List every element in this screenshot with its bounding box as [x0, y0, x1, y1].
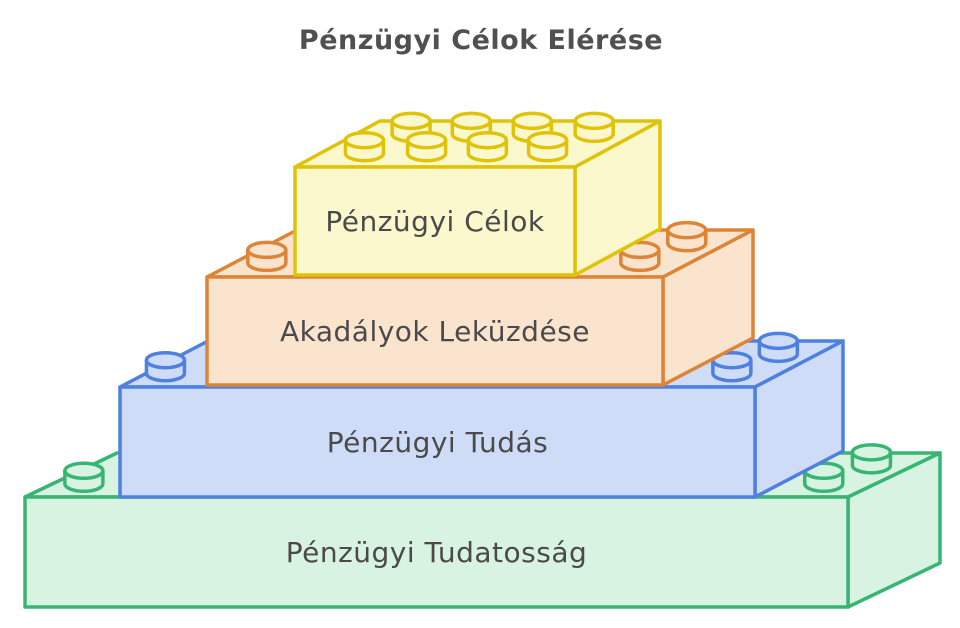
lego-stud: [343, 130, 386, 163]
stud-cap: [466, 130, 509, 150]
stud-cap: [666, 220, 708, 240]
lego-stud: [803, 461, 845, 494]
stud-cap: [450, 111, 493, 131]
brick-front-face: [118, 385, 757, 499]
lego-pyramid: Pénzügyi Tudatosság Pénzügyi Tudás Akadály…: [23, 111, 942, 609]
stud-cap: [573, 111, 615, 131]
lego-stud: [573, 111, 615, 144]
stud-cap: [405, 130, 448, 150]
lego-stud: [666, 220, 708, 253]
stud-cap: [63, 461, 105, 481]
brick-label-akadalyok-lekuzdese: Akadályok Leküzdése: [280, 315, 590, 348]
brick-label-penzugyi-tudatossag: Pénzügyi Tudatosság: [286, 536, 588, 569]
lego-stud: [466, 130, 509, 163]
lego-stud: [757, 331, 800, 364]
lego-stud: [526, 130, 569, 163]
stud-cap: [246, 240, 288, 260]
stud-cap: [526, 130, 569, 150]
lego-stud: [405, 130, 448, 163]
lego-stud: [511, 111, 554, 144]
brick-front-face: [205, 275, 665, 387]
stud-cap: [144, 350, 187, 370]
stud-cap: [757, 331, 800, 351]
stud-cap: [390, 111, 432, 131]
lego-stud: [246, 240, 288, 273]
brick-front-face: [293, 165, 577, 277]
stud-cap: [850, 443, 893, 462]
stud-cap: [343, 130, 386, 150]
brick-label-penzugyi-celok: Pénzügyi Célok: [325, 205, 545, 238]
brick-label-penzugyi-tudas: Pénzügyi Tudás: [327, 426, 548, 459]
diagram-title: Pénzügyi Célok Elérése: [299, 25, 663, 56]
stud-cap: [511, 111, 554, 131]
brick-penzugyi-celok: Pénzügyi Célok: [293, 111, 662, 277]
lego-stud: [144, 350, 187, 383]
lego-stud: [711, 350, 753, 383]
lego-stud: [850, 443, 893, 475]
lego-stud: [63, 461, 105, 494]
